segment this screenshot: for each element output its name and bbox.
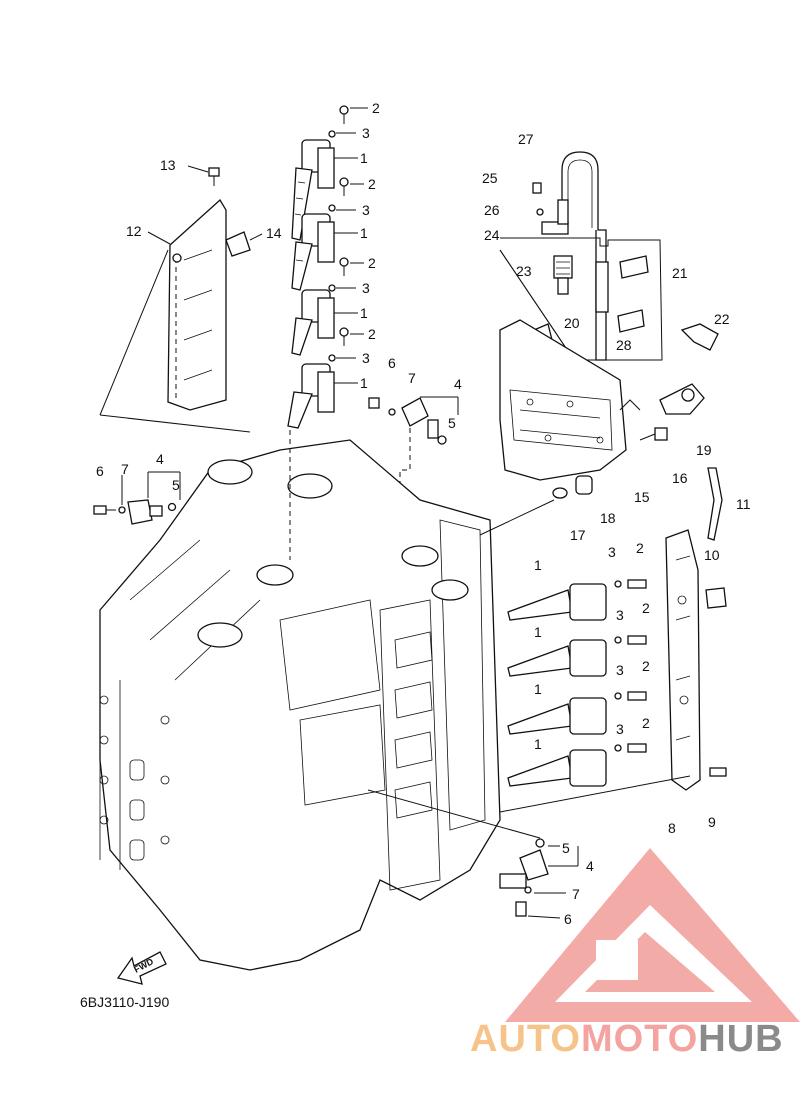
- callout-4: 4: [454, 376, 462, 392]
- hose-27: [561, 151, 609, 361]
- leaders-upper-coils: [334, 107, 368, 384]
- box-outline: [499, 237, 663, 361]
- callout-6: 6: [564, 911, 572, 927]
- callout-1: 1: [360, 150, 368, 166]
- callout-16: 16: [672, 470, 688, 486]
- callout-2: 2: [636, 540, 644, 556]
- diagram-code: 6BJ3110-J190: [80, 994, 170, 1010]
- callout-18: 18: [600, 510, 616, 526]
- fwd-arrow: FWD: [116, 951, 167, 985]
- bracket-12: [167, 198, 227, 411]
- callout-15: 15: [634, 489, 650, 505]
- callout-22: 22: [714, 311, 730, 327]
- callout-17: 17: [570, 527, 586, 543]
- clip-28: [617, 309, 645, 333]
- callout-2: 2: [642, 715, 650, 731]
- watermark-hub: HUB: [698, 1018, 784, 1060]
- callout-3: 3: [608, 544, 616, 560]
- watermark-auto: AUTO: [470, 1018, 581, 1060]
- callout-24: 24: [484, 227, 500, 243]
- callout-2: 2: [368, 255, 376, 271]
- callout-2: 2: [642, 658, 650, 674]
- callout-1: 1: [360, 375, 368, 391]
- callout-2: 2: [368, 326, 376, 342]
- callout-1: 1: [360, 305, 368, 321]
- callout-2: 2: [368, 176, 376, 192]
- callout-7: 7: [408, 370, 416, 386]
- engine-block: [99, 430, 501, 971]
- clip-21: [619, 255, 649, 279]
- fitting-24: [532, 182, 569, 235]
- callout-27: 27: [518, 131, 534, 147]
- callout-23: 23: [516, 263, 532, 279]
- callout-2: 2: [372, 100, 380, 116]
- callout-10: 10: [704, 547, 720, 563]
- callout-3: 3: [362, 125, 370, 141]
- clamp-22: [680, 323, 719, 351]
- sensor-lower: [367, 789, 579, 919]
- callout-3: 3: [616, 721, 624, 737]
- callout-1: 1: [534, 557, 542, 573]
- callout-1: 1: [360, 225, 368, 241]
- callout-3: 3: [362, 202, 370, 218]
- callout-4: 4: [156, 451, 164, 467]
- bracket-15: [499, 319, 641, 481]
- bolt-9: [709, 767, 727, 777]
- callout-7: 7: [121, 461, 129, 477]
- callout-5: 5: [562, 840, 570, 856]
- callout-19: 19: [696, 442, 712, 458]
- callout-4: 4: [586, 858, 594, 874]
- coil-bolts-lower: [614, 579, 647, 753]
- ignition-coil-upper-2: [291, 213, 335, 291]
- callout-26: 26: [484, 202, 500, 218]
- callout-21: 21: [672, 265, 688, 281]
- callout-3: 3: [362, 350, 370, 366]
- ignition-coil-upper-1: [291, 139, 335, 241]
- coil-bolts-upper: [328, 105, 349, 362]
- bolt-16: [639, 427, 668, 441]
- callout-9: 9: [708, 814, 716, 830]
- callout-8: 8: [668, 820, 676, 836]
- callout-1: 1: [534, 736, 542, 752]
- callout-11: 11: [736, 496, 751, 512]
- callout-1: 1: [534, 681, 542, 697]
- ignition-coil-lower-1: [507, 583, 607, 621]
- ignition-coil-lower-2: [507, 639, 607, 677]
- callout-7: 7: [572, 886, 580, 902]
- watermark-logo: [505, 848, 800, 1022]
- callout-5: 5: [172, 477, 180, 493]
- callout-20: 20: [564, 315, 580, 331]
- callout-5: 5: [448, 415, 456, 431]
- clip-14: [225, 231, 263, 257]
- strap-11: [707, 467, 723, 541]
- callout-3: 3: [616, 662, 624, 678]
- fitting-23: [553, 255, 573, 295]
- bolt-13: [187, 165, 220, 186]
- callout-3: 3: [362, 280, 370, 296]
- watermark-text: AUTOMOTOHUB: [470, 1018, 784, 1061]
- ignition-coil-lower-3: [507, 697, 607, 735]
- grommet-18: [575, 475, 593, 495]
- ignition-coil-upper-3: [291, 289, 335, 356]
- clip-10: [705, 587, 727, 609]
- ignition-coil-upper-4: [287, 363, 335, 429]
- collar-17: [479, 487, 568, 536]
- callout-12: 12: [126, 223, 142, 239]
- sensor-left: [93, 471, 181, 525]
- callout-28: 28: [616, 337, 632, 353]
- ignition-coil-lower-4: [507, 749, 607, 787]
- callout-3: 3: [616, 607, 624, 623]
- watermark-moto: MOTO: [580, 1018, 699, 1060]
- callout-6: 6: [96, 463, 104, 479]
- callout-6: 6: [388, 355, 396, 371]
- callout-13: 13: [160, 157, 176, 173]
- bracket-19: [659, 383, 705, 415]
- callout-1: 1: [534, 624, 542, 640]
- callout-2: 2: [642, 600, 650, 616]
- callout-25: 25: [482, 170, 498, 186]
- callout-labels: 2 3 1 2 3 1 2 3 1 2 3 1 13 12 14 6 7 4 5…: [96, 100, 751, 927]
- bracket-8: [665, 529, 701, 791]
- callout-14: 14: [266, 225, 282, 241]
